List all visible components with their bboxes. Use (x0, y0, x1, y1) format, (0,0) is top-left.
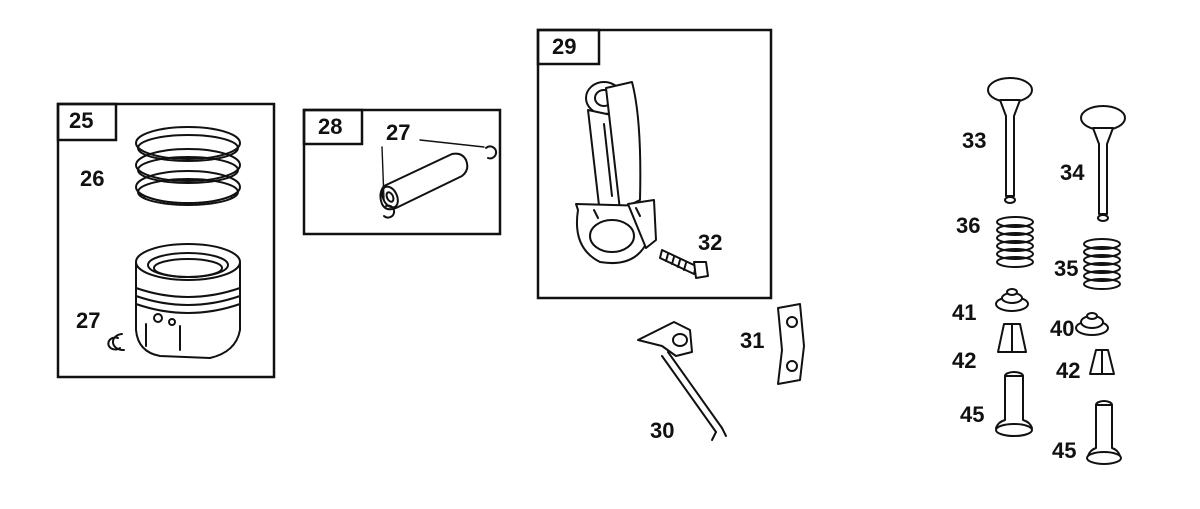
callout-dipper: 30 (650, 418, 675, 443)
piston-assembly-frame (56, 102, 276, 379)
spring-36-drawing (996, 216, 1034, 268)
connecting-rod-drawing (575, 81, 657, 264)
keeper-left-drawing (997, 323, 1027, 353)
valve-34-drawing (1080, 105, 1126, 222)
callout-piston-rings: 26 (80, 166, 105, 191)
spring-35-drawing (1083, 238, 1121, 290)
callout-spring-36: 36 (956, 213, 981, 238)
callout-retainer-41: 41 (952, 300, 977, 325)
keeper-right-drawing (1089, 349, 1115, 375)
dipper-drawing (637, 321, 727, 441)
callout-keeper-right: 42 (1056, 358, 1081, 383)
group-number-28: 28 (318, 114, 343, 139)
callout-valve-33: 33 (962, 128, 987, 153)
callout-lock-plate: 31 (740, 328, 765, 353)
lock-plate-drawing (777, 303, 805, 385)
piston-pin-drawing (379, 139, 498, 219)
valve-33-drawing (987, 77, 1033, 204)
callout-spring-35: 35 (1054, 256, 1079, 281)
callout-pin-circlip: 27 (386, 120, 411, 145)
callout-guide-left: 45 (960, 402, 985, 427)
guide-left-drawing (995, 371, 1033, 437)
guide-right-drawing (1086, 400, 1122, 465)
group-number-29: 29 (552, 34, 577, 59)
callout-valve-34: 34 (1060, 160, 1085, 185)
retainer-41-drawing (995, 288, 1029, 312)
callout-rod-bolt: 32 (698, 230, 723, 255)
piston-pin-frame (302, 108, 502, 236)
group-number-25: 25 (69, 108, 94, 133)
piston-rings-drawing (135, 126, 241, 206)
piston-drawing (135, 243, 241, 359)
retainer-40-drawing (1075, 312, 1109, 336)
connecting-rod-frame (536, 28, 773, 300)
callout-retainer-40: 40 (1050, 316, 1075, 341)
piston-circlip-drawing (107, 333, 125, 352)
callout-keeper-left: 42 (952, 348, 977, 373)
callout-piston-circlip: 27 (76, 308, 101, 333)
callout-guide-right: 45 (1052, 438, 1077, 463)
rod-bolt-drawing (659, 249, 709, 279)
